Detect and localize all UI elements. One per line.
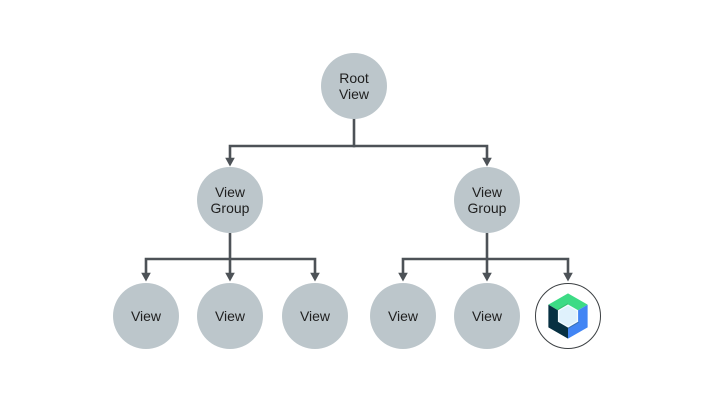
compose-logo-dark-blue-accent <box>568 321 580 329</box>
node-label: View <box>214 308 246 324</box>
node-label: View <box>130 308 162 324</box>
compose-logo-dark-green-accent <box>556 303 568 311</box>
node-compose <box>535 283 601 349</box>
arrowhead-view-2 <box>225 272 235 282</box>
arrowhead-view-4 <box>398 272 408 282</box>
node-view-4: View <box>370 283 436 349</box>
compose-logo-top-face <box>548 293 588 311</box>
node-label: Root View <box>338 70 370 102</box>
node-view-3: View <box>282 283 348 349</box>
node-label: View Group <box>467 184 507 216</box>
arrowhead-view-3 <box>310 272 320 282</box>
node-label: View <box>387 308 419 324</box>
node-label: View Group <box>210 184 250 216</box>
node-label: View <box>471 308 503 324</box>
arrowhead-view-1 <box>141 272 151 282</box>
node-root-view: Root View <box>321 53 387 119</box>
node-view-2: View <box>197 283 263 349</box>
arrowhead-group-left <box>225 157 235 167</box>
compose-logo-center-hexagon <box>557 304 579 328</box>
connector-level2-left-rail <box>144 257 317 274</box>
connector-level2-right-rail <box>401 257 570 274</box>
arrowhead-view-5 <box>482 272 492 282</box>
arrowhead-compose <box>563 272 573 282</box>
node-view-1: View <box>113 283 179 349</box>
connector-level1-rail <box>228 144 489 159</box>
node-label: View <box>299 308 331 324</box>
jetpack-compose-icon <box>548 293 588 339</box>
node-view-group-left: View Group <box>197 167 263 233</box>
node-view-group-right: View Group <box>454 167 520 233</box>
arrowhead-group-right <box>482 157 492 167</box>
node-view-5: View <box>454 283 520 349</box>
